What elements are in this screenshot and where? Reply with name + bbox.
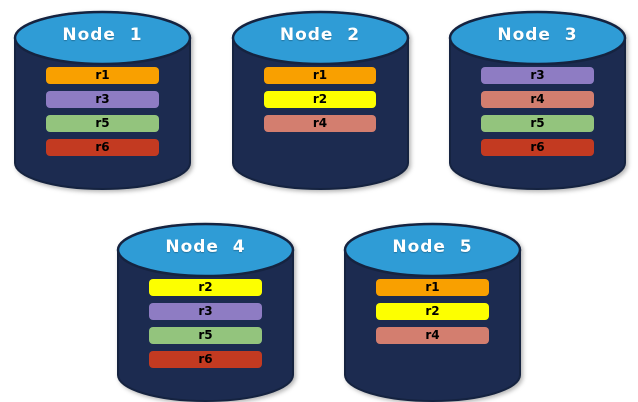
node-title: Node 3 [497, 25, 578, 45]
record-bar-list: r1 r3 r5 r6 [12, 67, 193, 156]
record-bar-r2: r2 [263, 91, 377, 108]
database-node-5: Node 5 r1 r2 r4 [342, 218, 523, 402]
record-bar-r4: r4 [263, 115, 377, 132]
record-bar-list: r1 r2 r4 [342, 279, 523, 344]
record-bar-r4: r4 [481, 91, 594, 108]
record-bar-r5: r5 [46, 115, 159, 132]
record-bar-r5: r5 [149, 327, 262, 344]
node-title: Node 4 [165, 237, 246, 257]
record-bar-r6: r6 [481, 139, 594, 156]
record-bar-r3: r3 [481, 67, 594, 84]
record-bar-r5: r5 [481, 115, 594, 132]
record-bar-r1: r1 [263, 67, 377, 84]
record-bar-r1: r1 [376, 279, 489, 296]
record-bar-r6: r6 [149, 351, 262, 368]
database-node-1: Node 1 r1 r3 r5 r6 [12, 6, 193, 192]
record-bar-r1: r1 [46, 67, 159, 84]
node-title: Node 5 [392, 237, 473, 257]
record-bar-list: r1 r2 r4 [230, 67, 411, 132]
record-bar-r2: r2 [376, 303, 489, 320]
database-node-3: Node 3 r3 r4 r5 r6 [447, 6, 628, 192]
record-bar-r3: r3 [149, 303, 262, 320]
record-bar-r2: r2 [149, 279, 262, 296]
database-node-2: Node 2 r1 r2 r4 [230, 6, 411, 192]
record-bar-r4: r4 [376, 327, 489, 344]
node-row-bottom: Node 4 r2 r3 r5 r6 Node 5 r1 r2 r4 [0, 218, 638, 402]
record-bar-list: r3 r4 r5 r6 [447, 67, 628, 156]
node-title: Node 1 [62, 25, 143, 45]
node-title: Node 2 [279, 25, 361, 45]
database-node-4: Node 4 r2 r3 r5 r6 [115, 218, 296, 402]
record-bar-r6: r6 [46, 139, 159, 156]
record-bar-r3: r3 [46, 91, 159, 108]
record-bar-list: r2 r3 r5 r6 [115, 279, 296, 368]
